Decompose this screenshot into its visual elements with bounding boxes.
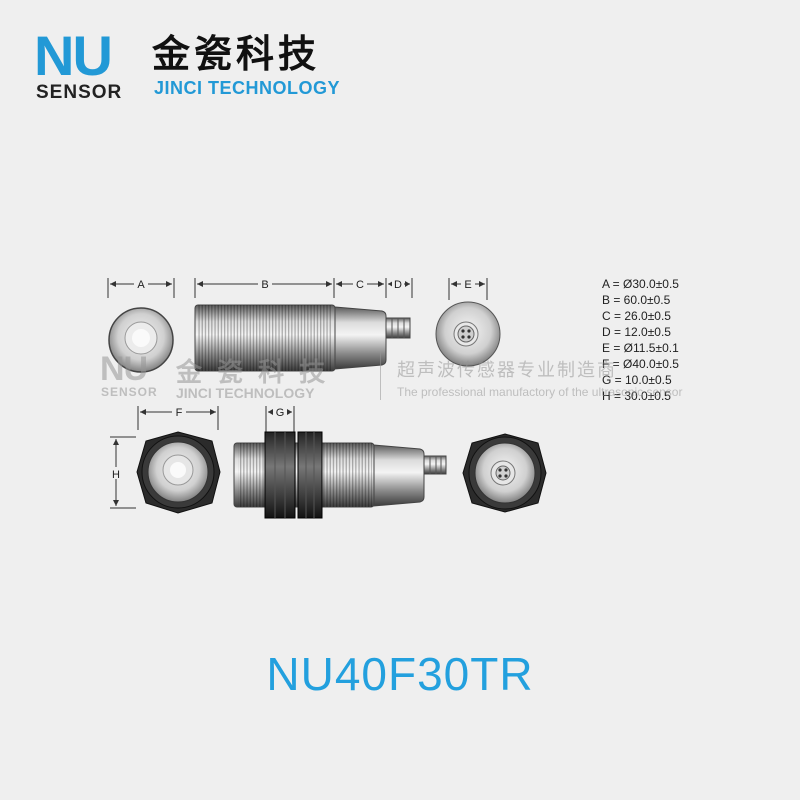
- watermark-sub: SENSOR: [101, 385, 158, 399]
- spec-d: D = 12.0±0.5: [602, 325, 671, 339]
- spec-a: A = Ø30.0±0.5: [602, 277, 679, 291]
- sensor-front-view: [108, 307, 174, 373]
- spec-e: E = Ø11.5±0.1: [602, 341, 679, 355]
- dim-label-h: H: [112, 469, 120, 481]
- brand-logo: NU SENSOR 金瓷科技 JINCI TECHNOLOGY: [34, 28, 394, 108]
- logo-chinese-name: 金瓷科技: [152, 32, 321, 76]
- dimension-arrows: [110, 281, 485, 506]
- spec-h: H = 30.0±0.5: [602, 389, 671, 403]
- dim-label-f: F: [176, 407, 183, 419]
- logo-sensor-text: SENSOR: [36, 82, 123, 103]
- sensor-side-view: [194, 304, 411, 372]
- sensor-side-view-with-nuts: [233, 431, 447, 519]
- watermark-divider: [380, 352, 381, 400]
- spec-c: C = 26.0±0.5: [602, 309, 671, 323]
- dim-label-g: G: [276, 407, 285, 419]
- connector-rear-view-with-nut: [462, 433, 547, 513]
- dim-label-c: C: [356, 279, 364, 291]
- logo-english-name: JINCI TECHNOLOGY: [154, 78, 341, 98]
- dim-label-a: A: [137, 279, 145, 291]
- sensor-front-view-with-nut: [136, 431, 221, 514]
- watermark-tagline-en: The professional manufactory of the ultr…: [397, 385, 683, 399]
- dim-label-b: B: [261, 279, 268, 291]
- dim-label-e: E: [464, 279, 471, 291]
- spec-b: B = 60.0±0.5: [602, 293, 671, 307]
- logo-nu-text: NU: [34, 24, 113, 87]
- watermark-english: JINCI TECHNOLOGY: [176, 385, 315, 401]
- dim-label-d: D: [394, 279, 402, 291]
- spec-f: F = Ø40.0±0.5: [602, 357, 679, 371]
- watermark-brand: NU: [100, 350, 148, 388]
- spec-list: A = Ø30.0±0.5 B = 60.0±0.5 C = 26.0±0.5 …: [602, 277, 679, 403]
- watermark-chinese: 金 瓷 科 技: [176, 358, 329, 388]
- spec-g: G = 10.0±0.5: [602, 373, 672, 387]
- model-number: NU40F30TR: [266, 648, 534, 700]
- watermark-tagline-cn: 超声波传感器专业制造商: [397, 360, 617, 381]
- connector-rear-view: [435, 301, 501, 367]
